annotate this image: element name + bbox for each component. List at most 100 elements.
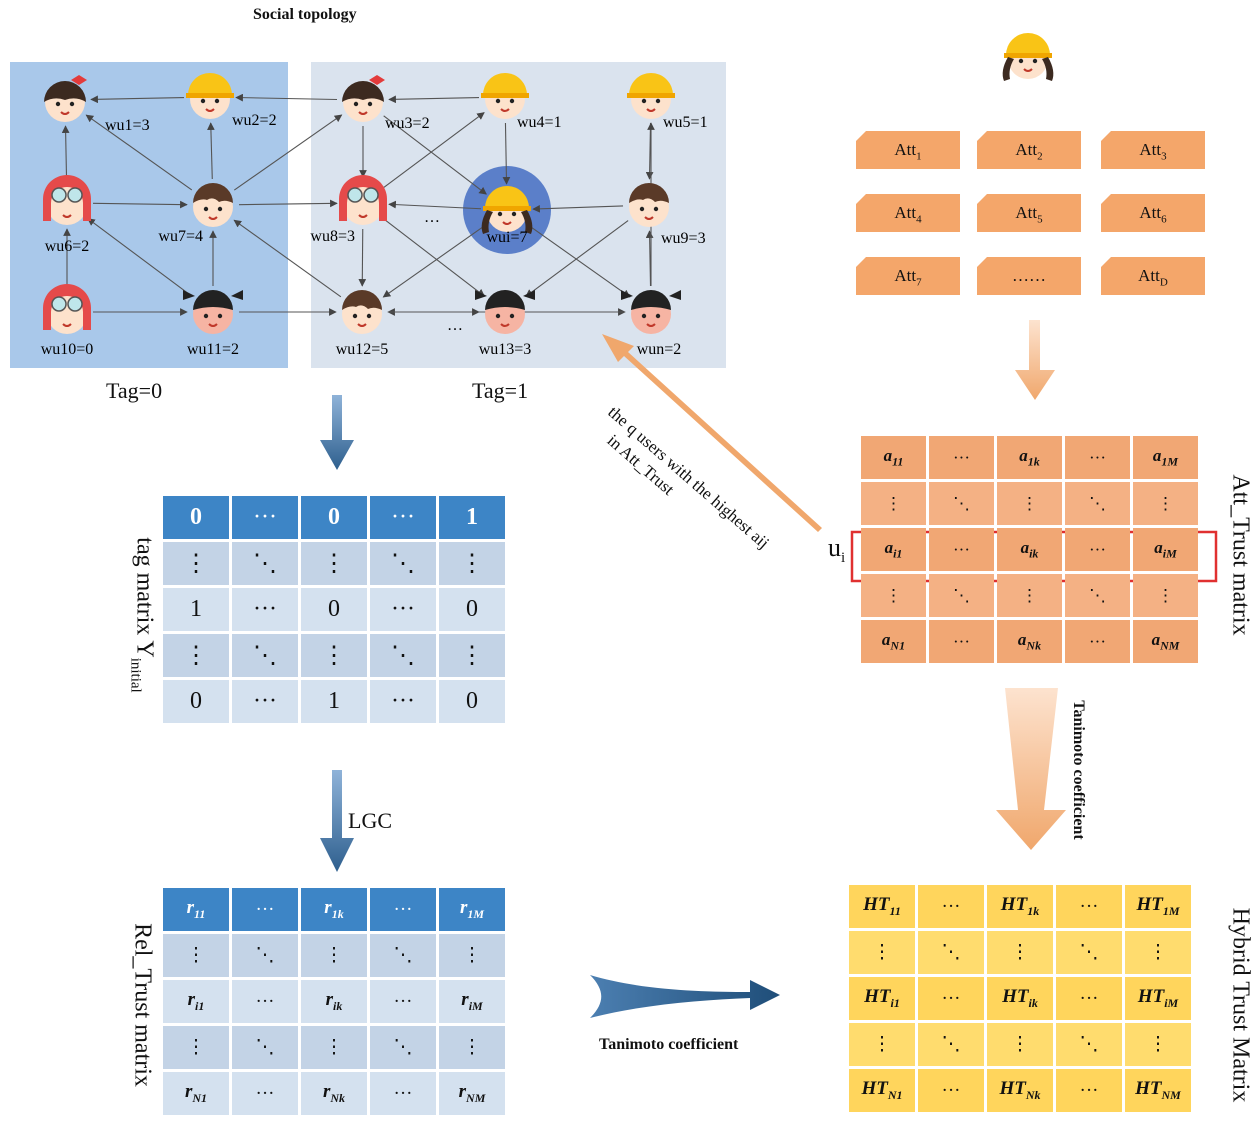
rel-cell: ⋮ xyxy=(163,934,229,977)
rel-cell: ⋱ xyxy=(370,934,436,977)
att-cell: a1M xyxy=(1133,436,1198,479)
user-label-wu9: wu9=3 xyxy=(661,230,706,247)
attribute-box-4: Att4 xyxy=(856,194,960,232)
target-user-icon xyxy=(1002,33,1054,81)
user-node-wu3: wu3=2 xyxy=(342,75,430,132)
tag-cell: ⋱ xyxy=(370,542,436,585)
attribute-label: Att5 xyxy=(1015,203,1043,226)
att-trust-matrix-label: Att_Trust matrix xyxy=(1227,474,1254,636)
ht-cell: ⋱ xyxy=(1056,1023,1122,1066)
ht-cell: ⋮ xyxy=(987,1023,1053,1066)
user-node-wu13: wu13=3 xyxy=(475,290,535,358)
user-node-wu4: wu4=1 xyxy=(481,73,562,131)
rel-cell: ⋮ xyxy=(301,934,367,977)
tag-cell: ⋮ xyxy=(163,542,229,585)
att-cell: ⋱ xyxy=(1065,482,1130,525)
rel-cell: ⋮ xyxy=(439,1026,505,1069)
user-label-wu1: wu1=3 xyxy=(105,117,150,134)
attribute-box-9: AttD xyxy=(1101,257,1205,295)
ht-cell: ··· xyxy=(1056,885,1122,928)
user-label-wu2: wu2=2 xyxy=(232,112,277,129)
att-cell: aNk xyxy=(997,620,1062,663)
trust-edge-wu5-wu9 xyxy=(645,122,654,180)
attribute-label: Att7 xyxy=(894,266,922,289)
att-cell: ··· xyxy=(929,620,994,663)
tag-cell: ⋮ xyxy=(439,542,505,585)
attribute-label: AttD xyxy=(1138,266,1168,289)
tag-cell: 0 xyxy=(163,496,229,539)
tag-cell: ··· xyxy=(370,680,436,723)
user-label-wu5: wu5=1 xyxy=(663,114,708,131)
tag-cell: ⋱ xyxy=(232,542,298,585)
att-cell: ⋱ xyxy=(929,574,994,617)
att-cell: ⋮ xyxy=(861,574,926,617)
user-label-wui: wui=7 xyxy=(486,229,527,246)
tag-cell: ··· xyxy=(370,588,436,631)
att-cell: ⋮ xyxy=(861,482,926,525)
attribute-box-8: …… xyxy=(977,257,1081,295)
rel-cell: rNM xyxy=(439,1072,505,1115)
trust-edge-wu8-wu12 xyxy=(358,228,367,287)
ht-cell: HT1M xyxy=(1125,885,1191,928)
tag-cell: 0 xyxy=(301,588,367,631)
rel-cell: ··· xyxy=(370,980,436,1023)
att-cell: ⋱ xyxy=(929,482,994,525)
ht-cell: HTNk xyxy=(987,1069,1053,1112)
user-node-wui: wui=7 xyxy=(481,186,533,246)
tag-cell: ⋱ xyxy=(232,634,298,677)
tag-cell: 1 xyxy=(163,588,229,631)
ht-cell: ··· xyxy=(1056,977,1122,1020)
tag-cell: 0 xyxy=(439,588,505,631)
ht-cell: HTi1 xyxy=(849,977,915,1020)
attribute-box-2: Att2 xyxy=(977,131,1081,169)
att-cell: ··· xyxy=(929,528,994,571)
rel-cell: ··· xyxy=(370,1072,436,1115)
att-cell: ··· xyxy=(929,436,994,479)
att-cell: ai1 xyxy=(861,528,926,571)
trust-edge-wu11-wu6 xyxy=(87,218,193,297)
tag-cell: ··· xyxy=(370,496,436,539)
ht-cell: HTNM xyxy=(1125,1069,1191,1112)
attribute-label: Att1 xyxy=(894,140,922,163)
trust-edge-wu4-wu3 xyxy=(388,95,480,104)
tanimoto-label-horizontal: Tanimoto coefficient xyxy=(599,1036,739,1053)
user-node-wu10: wu10=0 xyxy=(41,284,94,358)
user-node-wu8: wu8=3 xyxy=(310,175,387,245)
rel-cell: r1k xyxy=(301,888,367,931)
att-cell: ⋮ xyxy=(997,482,1062,525)
att-cell: ⋮ xyxy=(1133,574,1198,617)
tag0-label: Tag=0 xyxy=(106,378,163,403)
attribute-label: Att4 xyxy=(894,203,922,226)
user-node-wu12: wu12=5 xyxy=(336,290,388,358)
user-label-wu10: wu10=0 xyxy=(41,341,94,358)
trust-edge-wu12-wu7 xyxy=(233,219,342,298)
ht-cell: ··· xyxy=(918,885,984,928)
trust-edge-wu6-wu7 xyxy=(92,200,188,209)
ht-cell: ⋮ xyxy=(1125,931,1191,974)
hybrid-trust-matrix: HT11···HT1k···HT1M⋮⋱⋮⋱⋮HTi1···HTik···HTi… xyxy=(846,882,1194,1115)
att-cell: ⋮ xyxy=(1133,482,1198,525)
trust-edge-wu9-wui xyxy=(532,204,624,213)
ht-cell: HT1k xyxy=(987,885,1053,928)
att-cell: aiM xyxy=(1133,528,1198,571)
att-cell: a1k xyxy=(997,436,1062,479)
tag-cell: 1 xyxy=(301,680,367,723)
ht-cell: ⋱ xyxy=(1056,931,1122,974)
tag-matrix-label: tag matrix Yinitial xyxy=(127,537,158,693)
trust-edge-wui-wu12 xyxy=(382,224,487,298)
trust-edge-wu7-wu8 xyxy=(238,199,338,208)
user-label-wu11: wu11=2 xyxy=(187,341,239,358)
tag-cell: ⋮ xyxy=(163,634,229,677)
lgc-label: LGC xyxy=(348,808,392,833)
user-label-wu3: wu3=2 xyxy=(385,115,430,132)
att-cell: ··· xyxy=(1065,620,1130,663)
rel-cell: r11 xyxy=(163,888,229,931)
ht-cell: HT11 xyxy=(849,885,915,928)
att-cell: aNM xyxy=(1133,620,1198,663)
rel-cell: ··· xyxy=(232,1072,298,1115)
ui-row-label: ui xyxy=(828,533,846,567)
user-label-wu4: wu4=1 xyxy=(517,114,562,131)
ht-cell: HTN1 xyxy=(849,1069,915,1112)
